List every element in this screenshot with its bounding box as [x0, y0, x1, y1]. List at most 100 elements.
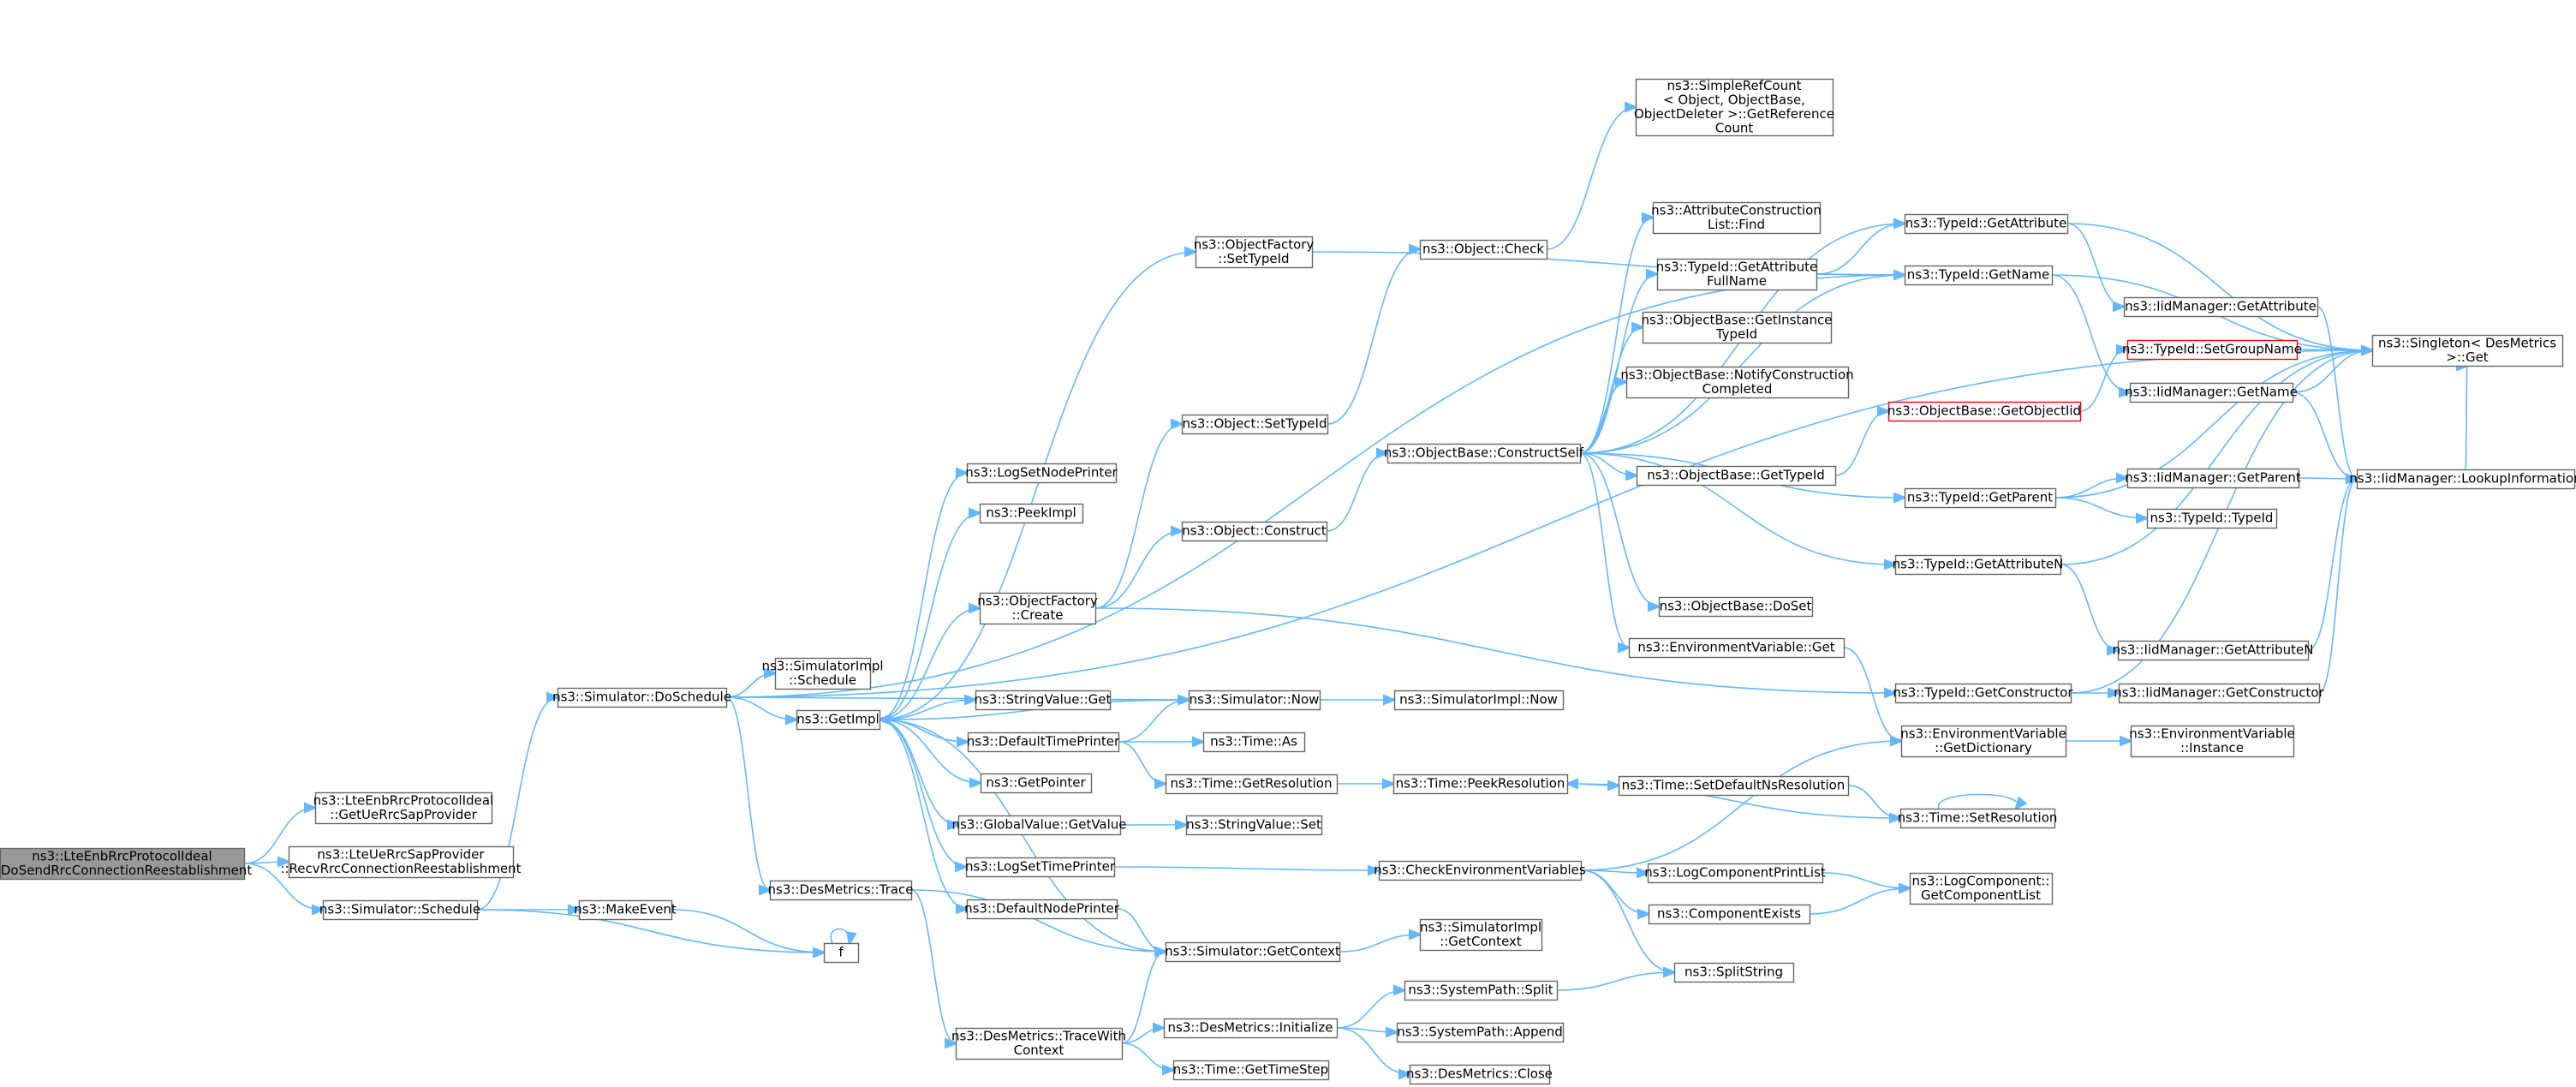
node-tid-get-name[interactable]: ns3::TypeId::GetName [1904, 265, 2054, 286]
node-time-get-step[interactable]: ns3::Time::GetTimeStep [1172, 1060, 1330, 1081]
node-sim-impl-now[interactable]: ns3::SimulatorImpl::Now [1393, 690, 1565, 711]
node-label: ns3::LteUeRrcSapProvider [317, 846, 485, 862]
node-peek-impl[interactable]: ns3::PeekImpl [979, 503, 1084, 524]
node-label: ns3::ObjectBase::GetObjectIid [1887, 403, 2081, 419]
node-check-env[interactable]: ns3::CheckEnvironmentVariables [1374, 860, 1586, 881]
node-ob-do-set[interactable]: ns3::ObjectBase::DoSet [1658, 596, 1814, 618]
node-box [1894, 683, 2072, 704]
node-box [1894, 554, 2062, 576]
node-box [2129, 382, 2294, 403]
node-do-schedule[interactable]: ns3::Simulator::DoSchedule [552, 687, 731, 708]
node-iid-get-attr[interactable]: ns3::IidManager::GetAttribute [2123, 296, 2319, 318]
node-label: ns3::SimulatorImpl [761, 658, 883, 673]
node-gv-get-value[interactable]: ns3::GlobalValue::GetValue [951, 815, 1127, 836]
node-get-ue-rrc[interactable]: ns3::LteEnbRrcProtocolIdeal::GetUeRrcSap… [313, 791, 493, 825]
node-sim-impl-schedule[interactable]: ns3::SimulatorImpl::Schedule [761, 657, 884, 690]
node-set-def-ns[interactable]: ns3::Time::SetDefaultNsResolution [1618, 775, 1850, 797]
node-trace[interactable]: ns3::DesMetrics::Trace [768, 880, 914, 901]
node-iid-get-ctor[interactable]: ns3::IidManager::GetConstructor [2114, 683, 2325, 704]
node-dm-init[interactable]: ns3::DesMetrics::Initialize [1163, 1018, 1339, 1039]
node-of-set-type-id[interactable]: ns3::ObjectFactory::SetTypeId [1194, 236, 1315, 269]
node-sp-split[interactable]: ns3::SystemPath::Split [1404, 980, 1559, 1001]
node-iid-lookup[interactable]: ns3::IidManager::LookupInformation [2349, 469, 2576, 490]
node-box [1165, 773, 1339, 795]
edge-get-impl-to-of-set-type-id [879, 252, 1196, 720]
edge-ob-get-type-id-to-ob-get-object-iid [1834, 411, 1888, 476]
node-tid-get-attr-n[interactable]: ns3::TypeId::GetAttributeN [1893, 554, 2064, 576]
node-peek-res[interactable]: ns3::Time::PeekResolution [1392, 773, 1569, 795]
node-log-set-time[interactable]: ns3::LogSetTimePrinter [965, 857, 1116, 878]
node-box [1185, 815, 1323, 836]
node-time-get-res[interactable]: ns3::Time::GetResolution [1165, 773, 1339, 795]
node-sp-append[interactable]: ns3::SystemPath::Append [1396, 1022, 1565, 1043]
node-log-comp-get-list[interactable]: ns3::LogComponent::GetComponentList [1909, 872, 2054, 905]
node-string-get[interactable]: ns3::StringValue::Get [975, 690, 1112, 711]
edge-tid-get-attr-n-to-iid-get-attr-n [2060, 564, 2118, 650]
node-ob-get-object-iid[interactable]: ns3::ObjectBase::GetObjectIid [1887, 401, 2082, 422]
node-ob-notify[interactable]: ns3::ObjectBase::NotifyConstructionCompl… [1620, 366, 1854, 399]
node-schedule[interactable]: ns3::Simulator::Schedule [319, 899, 480, 921]
node-iid-get-attr-n[interactable]: ns3::IidManager::GetAttributeN [2113, 640, 2314, 661]
edge-construct-self-to-ob-do-set [1579, 452, 1659, 606]
node-obj-construct[interactable]: ns3::Object::Construct [1181, 521, 1328, 542]
node-env-instance[interactable]: ns3::EnvironmentVariable::Instance [2129, 725, 2295, 758]
node-box [1396, 1022, 1565, 1043]
node-string-set[interactable]: ns3::StringValue::Set [1185, 815, 1323, 836]
edge-set-def-ns-to-time-set-res [1847, 785, 1900, 818]
node-tid-set-group[interactable]: ns3::TypeId::SetGroupName [2122, 339, 2302, 361]
node-dm-close[interactable]: ns3::DesMetrics::Close [1406, 1064, 1553, 1085]
node-env-get-dict[interactable]: ns3::EnvironmentVariable::GetDictionary [1900, 725, 2067, 758]
node-env-get[interactable]: ns3::EnvironmentVariable::Get [1628, 637, 1846, 659]
node-get-pointer[interactable]: ns3::GetPointer [980, 773, 1093, 794]
node-tid-type-id[interactable]: ns3::TypeId::TypeId [2146, 508, 2278, 529]
node-log-comp-print[interactable]: ns3::LogComponentPrintList [1644, 863, 1826, 884]
node-label: ns3::EnvironmentVariable [1900, 726, 2066, 741]
edge-sim-get-context-to-sim-impl-get-ctx [1339, 935, 1420, 953]
node-sim-ref-count[interactable]: ns3::SimpleRefCount< Object, ObjectBase,… [1634, 78, 1834, 137]
node-label: ns3::TypeId::TypeId [2150, 511, 2274, 526]
node-obj-check[interactable]: ns3::Object::Check [1419, 239, 1548, 260]
edge-get-impl-to-log-set-time [879, 719, 966, 867]
node-f[interactable]: f [823, 942, 860, 964]
node-root[interactable]: ns3::LteEnbRrcProtocolIdeal::DoSendRrcCo… [0, 847, 252, 881]
edge-of-create-to-obj-set-type-id [1094, 424, 1182, 609]
edge-tid-get-name-to-iid-get-name [2051, 274, 2130, 392]
node-tid-get-ctor[interactable]: ns3::TypeId::GetConstructor [1893, 683, 2073, 704]
node-def-node-printer[interactable]: ns3::DefaultNodePrinter [964, 899, 1120, 920]
node-make-event[interactable]: ns3::MakeEvent [574, 899, 677, 921]
node-of-create[interactable]: ns3::ObjectFactory::Create [977, 592, 1098, 625]
node-ob-get-type-id[interactable]: ns3::ObjectBase::GetTypeId [1636, 465, 1837, 487]
node-obj-set-type-id[interactable]: ns3::Object::SetTypeId [1181, 414, 1329, 435]
node-box [823, 942, 860, 964]
node-log-set-node[interactable]: ns3::LogSetNodePrinter [965, 463, 1118, 484]
node-comp-exists[interactable]: ns3::ComponentExists [1648, 904, 1811, 925]
node-time-set-res[interactable]: ns3::Time::SetResolution [1898, 808, 2058, 829]
node-box [1887, 401, 2082, 422]
node-split-string[interactable]: ns3::SplitString [1673, 962, 1795, 983]
node-label: ns3::IidManager::GetAttribute [2125, 299, 2317, 314]
node-sim-get-context[interactable]: ns3::Simulator::GetContext [1165, 941, 1341, 963]
node-box [967, 732, 1120, 753]
node-time-as[interactable]: ns3::Time::As [1202, 732, 1306, 753]
node-tid-get-parent[interactable]: ns3::TypeId::GetParent [1904, 487, 2057, 509]
node-label: ns3::IidManager::LookupInformation [2349, 471, 2576, 487]
node-label: ns3::Simulator::Schedule [319, 902, 480, 917]
node-singleton-get[interactable]: ns3::Singleton< DesMetrics>::Get [2371, 334, 2564, 367]
edge-get-impl-to-def-node-printer [879, 719, 967, 909]
node-box [2356, 469, 2576, 490]
node-sim-impl-get-ctx[interactable]: ns3::SimulatorImpl::GetContext [1419, 918, 1543, 952]
node-iid-get-name[interactable]: ns3::IidManager::GetName [2125, 382, 2298, 403]
node-label: ns3::LteEnbRrcProtocolIdeal [32, 848, 212, 863]
node-sim-now[interactable]: ns3::Simulator::Now [1188, 690, 1321, 711]
node-def-time-printer[interactable]: ns3::DefaultTimePrinter [967, 732, 1120, 753]
node-tid-get-attr[interactable]: ns3::TypeId::GetAttribute [1904, 213, 2069, 235]
node-construct-self[interactable]: ns3::ObjectBase::ConstructSelf [1384, 443, 1584, 464]
node-iid-get-parent[interactable]: ns3::IidManager::GetParent [2125, 468, 2301, 489]
edge-tid-get-attr-to-singleton-get [2066, 223, 2372, 350]
node-recv-rrc[interactable]: ns3::LteUeRrcSapProvider::RecvRrcConnect… [280, 845, 522, 879]
node-get-impl[interactable]: ns3::GetImpl [796, 709, 881, 731]
